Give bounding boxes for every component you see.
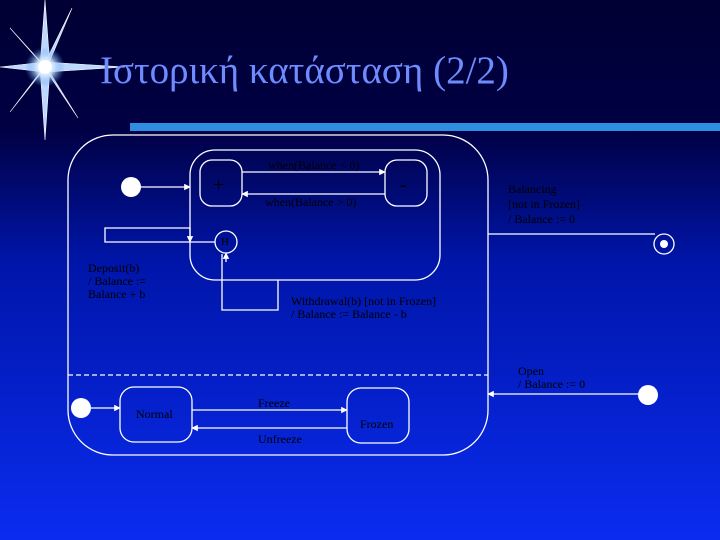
starburst-logo — [0, 0, 126, 140]
balance-composite-state — [189, 149, 441, 281]
minus-state-label: - — [400, 174, 407, 196]
slide-title: Ιστορική κατάσταση (2/2) — [100, 49, 509, 92]
open-line-1: Open — [518, 364, 544, 378]
frozen-state-box — [346, 387, 410, 444]
deposit-loop — [104, 227, 215, 243]
plus-state-box — [199, 159, 243, 207]
balancing-line-3: / Balance := 0 — [508, 212, 576, 226]
minus-state-box — [384, 159, 428, 207]
normal-state-label: Normal — [136, 407, 173, 421]
unfreeze-label: Unfreeze — [258, 432, 302, 446]
final-node-inner — [660, 240, 668, 248]
withdrawal-line-2: / Balance := Balance - b — [291, 307, 407, 321]
initial-node-top — [121, 177, 141, 197]
deposit-line-3: Balance + b — [88, 287, 146, 301]
final-node — [653, 233, 675, 255]
deposit-line-2: / Balance := — [88, 274, 147, 288]
withdrawal-line-1: Withdrawal(b) [not in Frozen] — [291, 294, 437, 308]
when-negative-label: when(Balance < 0) — [268, 158, 360, 172]
balancing-line-1: Balancing — [508, 182, 557, 196]
normal-state-box — [119, 386, 193, 443]
history-label: H — [221, 236, 229, 248]
initial-node-right — [638, 385, 658, 405]
withdrawal-loop — [221, 254, 279, 311]
balancing-line-2: [not in Frozen] — [508, 197, 580, 211]
freeze-label: Freeze — [258, 396, 290, 410]
initial-node-bottom — [71, 398, 91, 418]
open-line-2: / Balance := 0 — [518, 377, 586, 391]
when-positive-label: when(Balance > 0) — [265, 195, 357, 209]
title-underline — [130, 123, 720, 131]
deposit-line-1: Deposit(b) — [88, 261, 140, 275]
frozen-state-label: Frozen — [360, 417, 394, 431]
outer-composite-state — [67, 134, 489, 456]
plus-state-label: + — [213, 174, 225, 196]
